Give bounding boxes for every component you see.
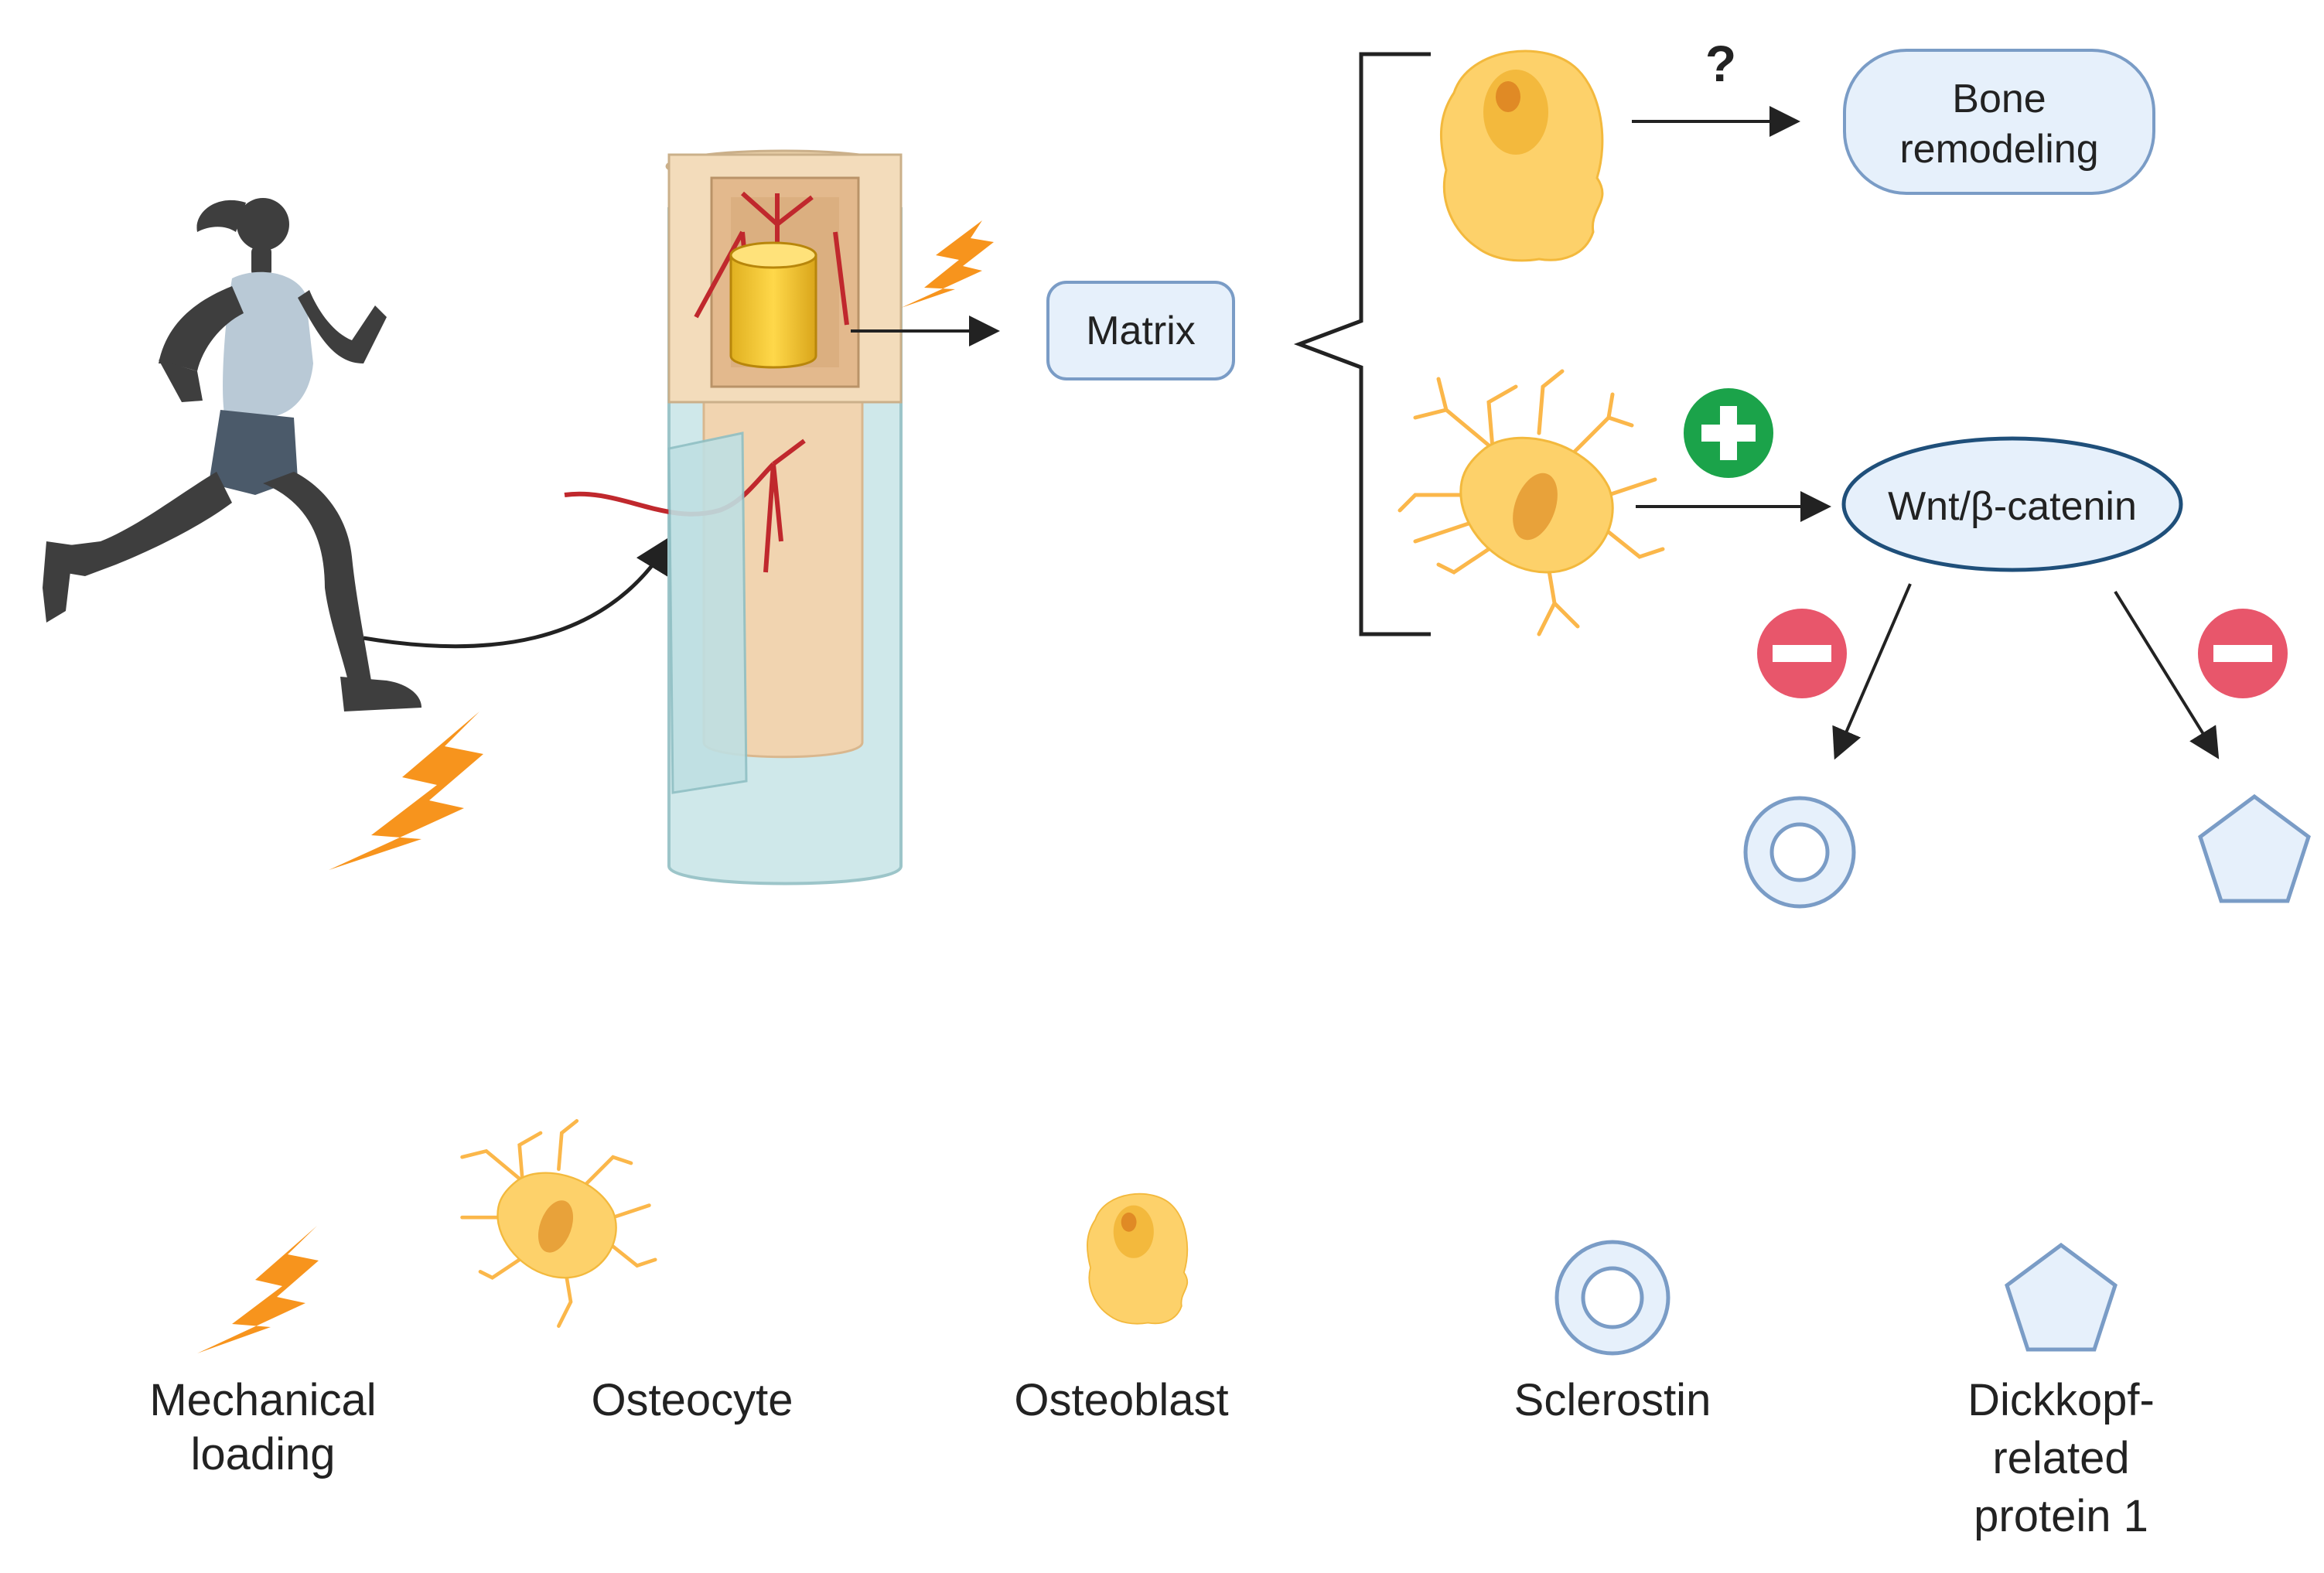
legend-osteocyte-label: Osteocyte <box>591 1375 793 1425</box>
plus-circle-icon <box>1684 388 1773 478</box>
dkk1-pentagon-icon <box>2198 793 2311 903</box>
legend-ring-icon <box>1554 1240 1670 1356</box>
bone-cross-section-icon <box>564 149 903 885</box>
unknown-mark: ? <box>1705 35 1736 92</box>
brace-bracket <box>1293 52 1431 636</box>
legend-bolt-icon <box>197 1226 319 1353</box>
bone-remodeling-label-line2: remodeling <box>1899 127 2098 172</box>
sclerostin-ring-icon <box>1743 796 1856 909</box>
legend-dkk1-line2: related <box>1992 1433 2129 1483</box>
wnt-to-sclerostin-arrow <box>1832 583 1912 760</box>
wnt-label: Wnt/β-catenin <box>1888 484 2137 529</box>
osteoblast-cell-icon <box>1440 49 1604 262</box>
legend-osteoblast-icon <box>1087 1193 1189 1325</box>
legend: Mechanical loading Osteocyte <box>149 1119 2155 1541</box>
minus-circle-icon <box>2198 609 2288 698</box>
lightning-bolt-icon <box>329 711 483 870</box>
wnt-catenin-node: Wnt/β-catenin <box>1841 436 2183 572</box>
legend-osteoblast-label: Osteoblast <box>1014 1375 1228 1425</box>
lightning-bolt-icon <box>901 220 994 308</box>
legend-mechanical-loading-line2: loading <box>190 1429 335 1479</box>
bone-remodeling-node: Bone remodeling <box>1843 49 2155 195</box>
legend-osteocyte-icon <box>460 1119 657 1328</box>
legend-sclerostin-label: Sclerostin <box>1514 1375 1711 1425</box>
legend-dkk1-line1: Dickkopf- <box>1967 1375 2155 1425</box>
matrix-label: Matrix <box>1086 309 1196 353</box>
runner-silhouette-icon <box>43 198 421 711</box>
matrix-node: Matrix <box>1046 281 1235 380</box>
bone-remodeling-label-line1: Bone <box>1952 77 2046 121</box>
legend-dkk1-line3: protein 1 <box>1974 1491 2148 1541</box>
wnt-to-dkk1-arrow <box>2114 590 2220 759</box>
legend-mechanical-loading-line1: Mechanical <box>149 1375 376 1425</box>
runner-to-bone-arrow <box>363 534 674 649</box>
minus-circle-icon <box>1757 609 1847 698</box>
legend-pentagon-icon <box>2005 1242 2118 1352</box>
osteocyte-cell-icon <box>1397 369 1665 636</box>
